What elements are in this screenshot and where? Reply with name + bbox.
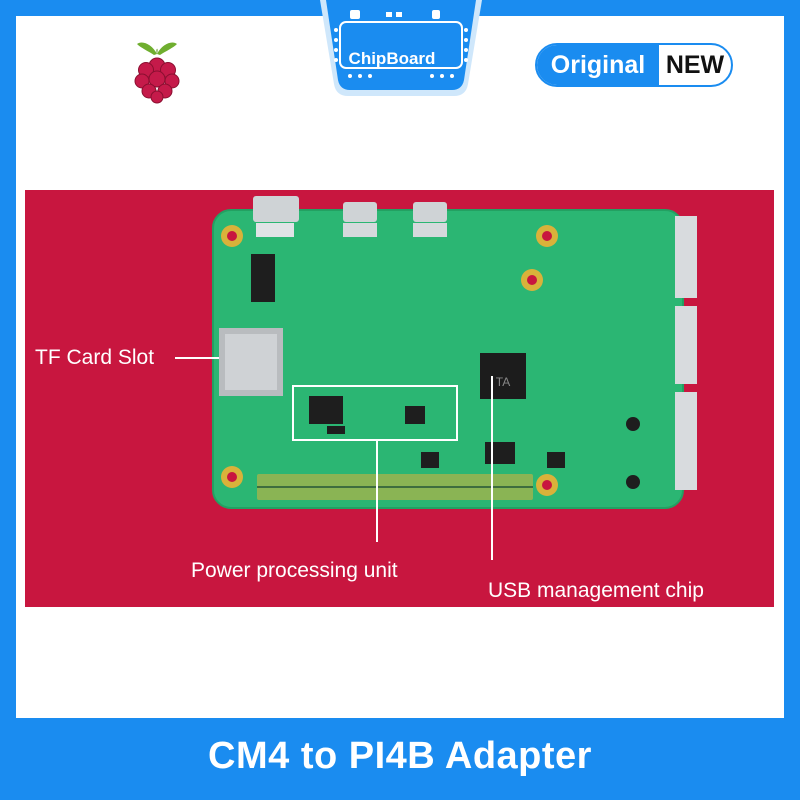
title-bar: [0, 718, 800, 800]
badge-original-text: Original: [537, 45, 659, 85]
callout-tf-card-slot: TF Card Slot: [35, 346, 155, 369]
chipboard-badge-icon: [320, 0, 482, 96]
callout-usb-management-chip: USB management chip: [488, 579, 704, 602]
top-connectors: [253, 196, 447, 237]
raspberry-pi-logo-icon: [134, 42, 180, 104]
product-title: CM4 to PI4B Adapter: [208, 735, 592, 777]
original-new-badge: Original NEW: [535, 43, 733, 87]
adapter-board-illustration: TA: [175, 196, 697, 560]
brand-name: ChipBoard: [348, 49, 436, 68]
chip-marking: TA: [496, 375, 510, 389]
badge-new-text: NEW: [665, 50, 725, 79]
callout-power-processing-unit: Power processing unit: [191, 559, 398, 582]
product-photo: TA TF Card Slot Power processing unit US…: [25, 190, 774, 607]
